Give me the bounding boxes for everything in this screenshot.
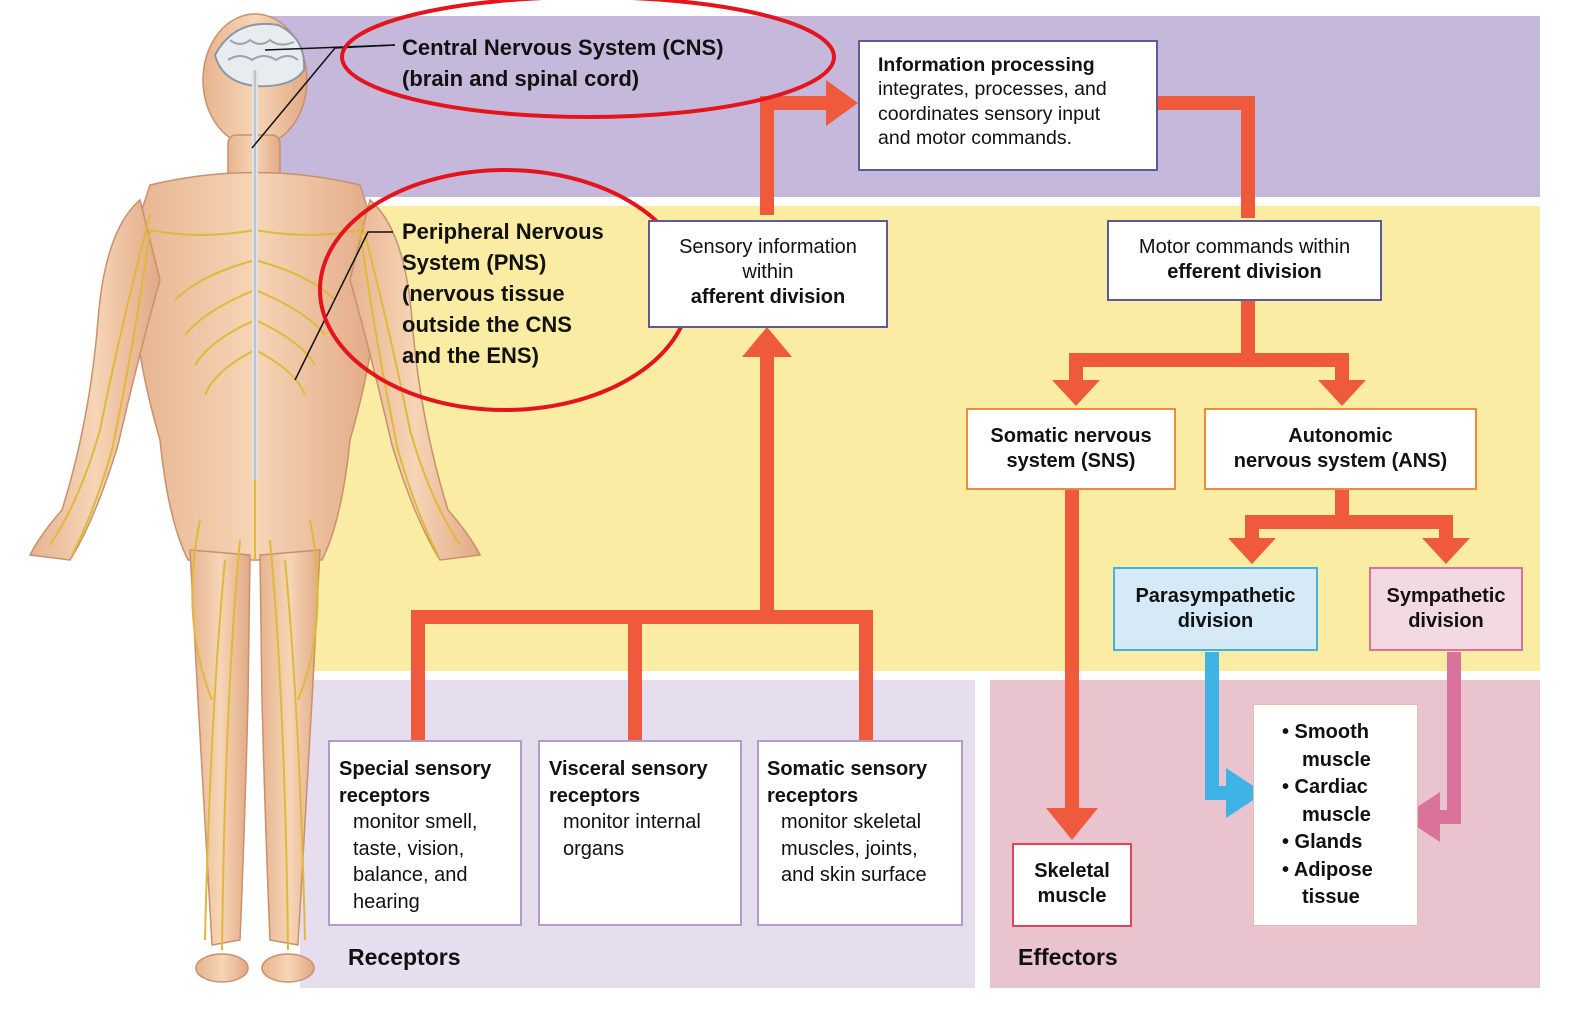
receptor-title: Somatic sensory — [767, 758, 928, 780]
receptor-title: receptors — [549, 784, 641, 807]
effector-list-box: • Smooth muscle • Cardiac muscle • Gland… — [1253, 704, 1418, 926]
effector-item-cont: tissue — [1302, 886, 1360, 908]
info-processing-line: coordinates sensory input — [878, 102, 1101, 125]
motor-commands-line: Motor commands within — [1138, 236, 1351, 258]
receptor-description: and skin surface — [781, 864, 927, 886]
effector-item: • Adipose — [1282, 858, 1373, 881]
cns-subtitle: (brain and spinal cord) — [402, 66, 640, 91]
effector-item: • Glands — [1282, 831, 1363, 853]
receptor-description: monitor smell, — [353, 811, 478, 833]
cns-annotation-circle — [340, 0, 836, 119]
pns-label: Peripheral Nervous System (PNS) (nervous… — [402, 216, 604, 371]
pns-line: Peripheral Nervous — [402, 219, 604, 244]
receptor-title: Visceral sensory — [549, 758, 708, 780]
effectors-section-label: Effectors — [1018, 944, 1118, 970]
effector-item-cont: muscle — [1302, 803, 1371, 826]
sensory-info-line: within — [742, 261, 794, 283]
skeletal-muscle-box: Skeletal muscle — [1012, 843, 1132, 927]
receptor-description: hearing — [353, 890, 420, 913]
receptor-description: organs — [563, 837, 625, 860]
pns-line: (nervous tissue — [402, 281, 565, 306]
autonomic-line: nervous system (ANS) — [1233, 450, 1448, 472]
visceral-sensory-receptors-box: Visceral sensory receptors monitor inter… — [538, 740, 742, 926]
pns-line: System (PNS) — [402, 250, 547, 275]
receptor-description: monitor internal — [563, 811, 701, 833]
receptor-title: receptors — [767, 784, 859, 807]
somatic-nervous-system-box: Somatic nervous system (SNS) — [966, 408, 1176, 490]
receptor-description: monitor skeletal — [781, 811, 922, 833]
pns-line: and the ENS) — [402, 343, 539, 368]
efferent-division-label: efferent division — [1167, 261, 1322, 283]
info-processing-title: Information processing — [878, 54, 1095, 76]
parasympathetic-division-box: Parasympathetic division — [1113, 567, 1318, 651]
receptor-title: receptors — [339, 784, 431, 807]
somatic-line: Somatic nervous — [990, 425, 1152, 447]
afferent-division-label: afferent division — [690, 286, 846, 308]
information-processing-box: Information processing integrates, proce… — [858, 40, 1158, 171]
receptors-section-label: Receptors — [348, 944, 461, 970]
receptor-title: Special sensory — [339, 758, 492, 780]
autonomic-line: Autonomic — [1288, 425, 1393, 447]
info-processing-line: and motor commands. — [878, 127, 1073, 150]
parasympathetic-line: Parasympathetic — [1135, 585, 1296, 607]
receptor-description: taste, vision, — [353, 837, 465, 860]
sympathetic-division-box: Sympathetic division — [1369, 567, 1523, 651]
info-processing-line: integrates, processes, and — [878, 78, 1107, 101]
special-sensory-receptors-box: Special sensory receptors monitor smell,… — [328, 740, 522, 926]
autonomic-nervous-system-box: Autonomic nervous system (ANS) — [1204, 408, 1477, 490]
pns-line: outside the CNS — [402, 312, 572, 337]
sympathetic-line: Sympathetic — [1386, 585, 1506, 607]
skeletal-line: muscle — [1037, 885, 1107, 907]
receptor-description: muscles, joints, — [781, 837, 918, 860]
effector-item: • Smooth — [1282, 721, 1369, 743]
somatic-line: system (SNS) — [1006, 450, 1136, 472]
parasympathetic-line: division — [1177, 610, 1254, 632]
effector-item: • Cardiac — [1282, 776, 1368, 798]
skeletal-line: Skeletal — [1034, 860, 1110, 882]
sensory-information-box: Sensory information within afferent divi… — [648, 220, 888, 328]
sympathetic-line: division — [1408, 610, 1484, 632]
somatic-sensory-receptors-box: Somatic sensory receptors monitor skelet… — [757, 740, 963, 926]
cns-label: Central Nervous System (CNS) (brain and … — [402, 32, 724, 94]
effector-item-cont: muscle — [1302, 748, 1371, 771]
cns-title: Central Nervous System (CNS) — [402, 35, 724, 60]
motor-commands-box: Motor commands within efferent division — [1107, 220, 1382, 301]
sensory-info-line: Sensory information — [679, 236, 857, 258]
receptor-description: balance, and — [353, 864, 468, 886]
